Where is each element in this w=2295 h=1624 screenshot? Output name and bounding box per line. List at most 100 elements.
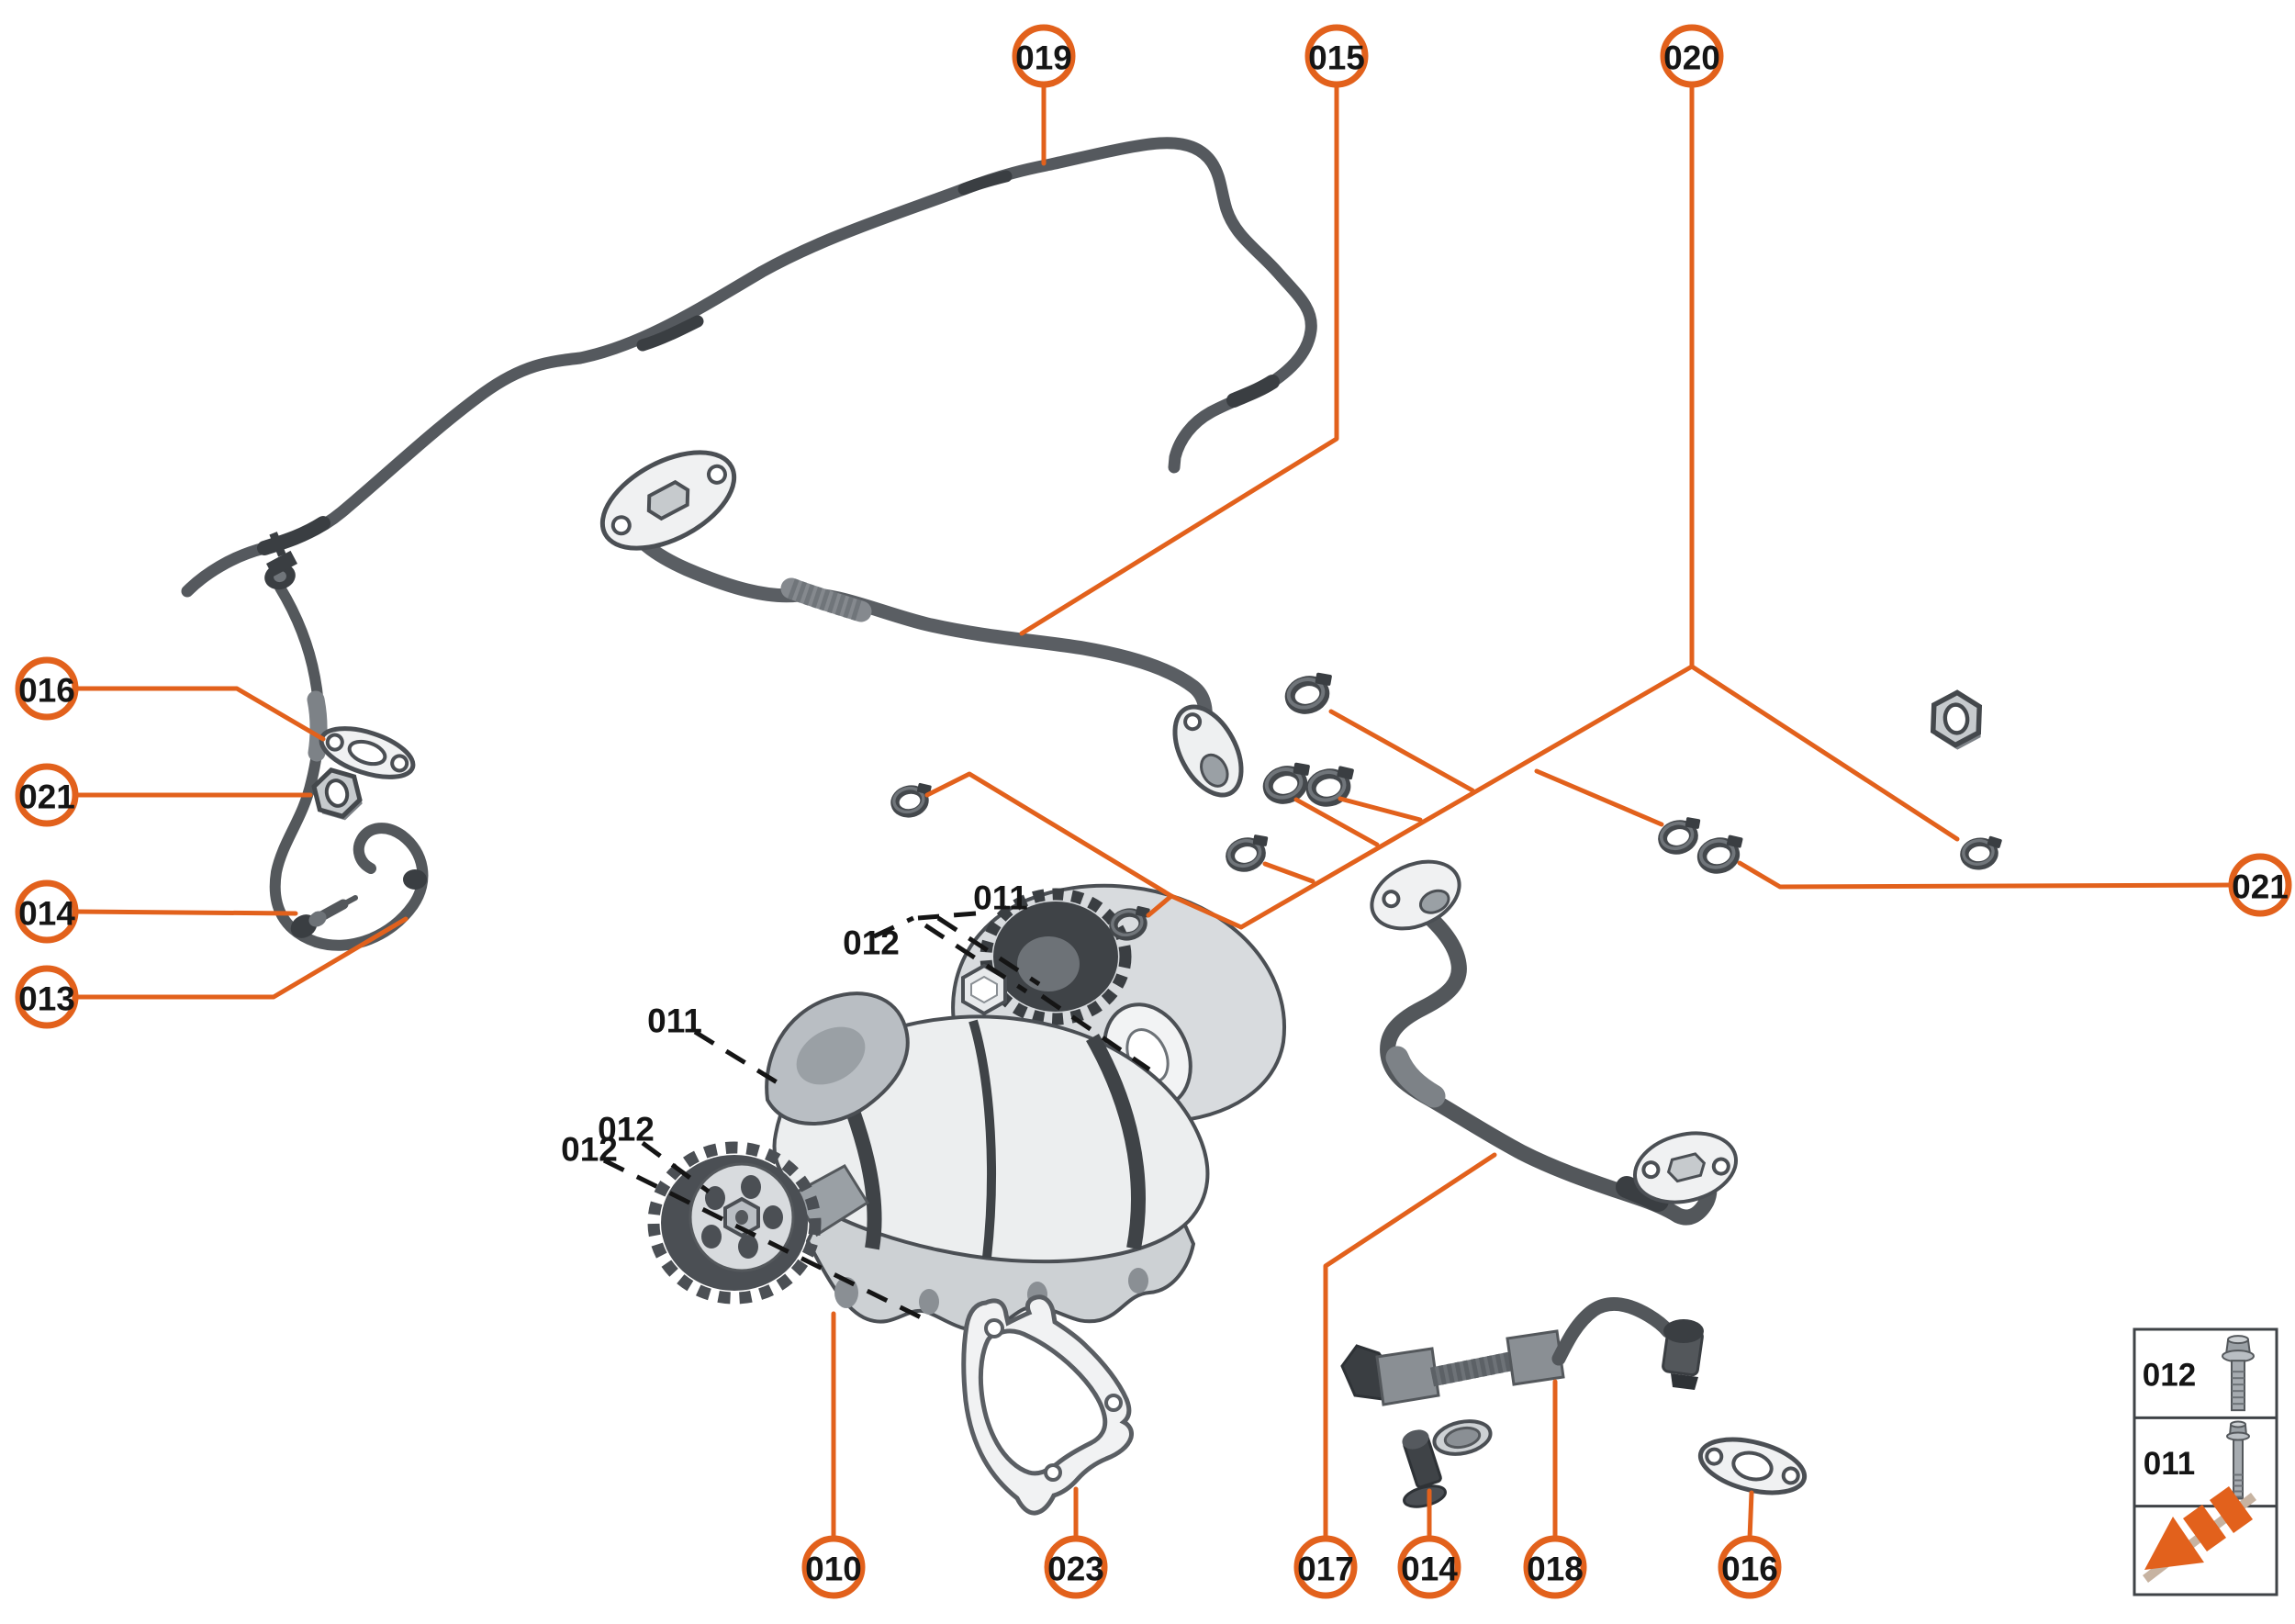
part-019-breather-hose[interactable]	[181, 137, 1317, 598]
hose-joint	[257, 516, 330, 555]
callout-016-bottom[interactable]: 016	[1718, 1490, 1782, 1599]
callout-020[interactable]: 020	[924, 24, 1960, 930]
hose-clamp[interactable]	[890, 780, 936, 818]
dashed-leader-line	[602, 1158, 926, 1322]
hose-clamp[interactable]	[1960, 834, 2006, 870]
callout-number: 017	[1297, 1551, 1354, 1588]
hose-clamp[interactable]	[1226, 831, 1274, 872]
part-010-pump-assembly[interactable]	[647, 883, 1286, 1332]
part-023-pump-gasket[interactable]	[961, 1294, 1134, 1516]
callout-circle[interactable]	[1718, 1535, 1782, 1599]
callout-circle[interactable]	[15, 965, 79, 1029]
callout-015[interactable]: 015	[1019, 24, 1369, 636]
hose-clamp[interactable]	[1305, 763, 1360, 807]
callout-circle[interactable]	[15, 763, 79, 827]
callout-circle[interactable]	[15, 879, 79, 944]
callout-013[interactable]: 013	[15, 916, 409, 1029]
leader-line	[1328, 709, 1475, 793]
part-014-bolt-left[interactable]	[286, 895, 358, 943]
hose-clamp[interactable]	[1284, 668, 1338, 714]
sleeve	[1375, 1347, 1440, 1406]
valve-fitting	[1402, 1429, 1447, 1508]
part-017-oil-supply-line[interactable]	[1361, 849, 1743, 1226]
cam-sprocket-teeth	[980, 888, 1132, 1025]
pipe-connector	[266, 550, 297, 577]
part-016-gasket-left[interactable]	[316, 719, 420, 787]
legend-row-012: 012	[2143, 1335, 2255, 1412]
foot-hole	[1128, 1268, 1148, 1294]
bolt-hole	[1044, 1463, 1062, 1482]
hose-body	[181, 137, 1317, 598]
callout-circle[interactable]	[2228, 853, 2292, 917]
callout-circle[interactable]	[1044, 1535, 1108, 1599]
hose-body	[1380, 902, 1718, 1226]
part-018-oil-hose[interactable]	[1340, 1297, 1704, 1406]
bolt-hole	[1104, 1394, 1123, 1412]
hose-joint	[636, 315, 704, 352]
sprocket-hole	[741, 1175, 761, 1199]
callout-019[interactable]: 019	[1012, 24, 1076, 166]
brand-arrow-icon	[2144, 1517, 2204, 1570]
hex-plug-inner	[970, 975, 998, 1004]
hose-clamp[interactable]	[1658, 813, 1707, 855]
callout-circle[interactable]	[1012, 24, 1076, 88]
hose-clamp[interactable]	[1696, 832, 1748, 874]
hose-curve	[1551, 1297, 1675, 1366]
line-flange-top	[1370, 859, 1461, 931]
hex-nut[interactable]	[311, 767, 364, 822]
pipe-end-fitting	[403, 869, 427, 890]
callout-021-left[interactable]: 021	[15, 763, 313, 827]
callout-circle[interactable]	[1304, 24, 1369, 88]
part-ref-label: 012	[561, 1131, 618, 1169]
bolt-tip	[341, 895, 358, 907]
pipe-flange-top	[599, 450, 737, 551]
leader-line	[1146, 893, 1174, 918]
leader-line	[1323, 1152, 1497, 1541]
callout-circle[interactable]	[1397, 1535, 1461, 1599]
leader-line	[73, 916, 409, 1000]
callout-number: 010	[805, 1551, 862, 1588]
callout-number: 021	[18, 778, 75, 816]
leader-line	[924, 771, 1244, 930]
callout-010[interactable]: 010	[801, 1311, 866, 1599]
callout-023[interactable]: 023	[1044, 1486, 1108, 1599]
legend-layer: 012 011	[2133, 1327, 2278, 1596]
callout-number: 023	[1047, 1551, 1104, 1588]
part-014-fitting-bottom[interactable]	[1400, 1417, 1494, 1510]
part-016-gasket-bottom[interactable]	[1695, 1430, 1809, 1503]
callout-circle[interactable]	[15, 656, 79, 721]
callout-number: 016	[1721, 1551, 1778, 1588]
gasket-outline	[961, 1294, 1134, 1516]
callout-018[interactable]: 018	[1523, 1379, 1587, 1599]
callout-016-left[interactable]: 016	[15, 656, 326, 742]
sprocket-hole	[763, 1205, 783, 1229]
dashed-leader-line	[872, 915, 915, 939]
dashed-leader-line	[924, 923, 1028, 994]
callout-number: 018	[1527, 1551, 1584, 1588]
callout-017[interactable]: 017	[1293, 1152, 1497, 1599]
callout-circle[interactable]	[801, 1535, 866, 1599]
sprocket-hole	[705, 1186, 725, 1210]
callout-014-left[interactable]: 014	[15, 879, 298, 944]
callout-014-bottom[interactable]: 014	[1397, 1488, 1461, 1599]
legend-label: 011	[2144, 1446, 2195, 1482]
leader-line	[1293, 797, 1380, 847]
leader-line	[1737, 860, 2234, 890]
bolt-hole	[1781, 1466, 1800, 1485]
callout-circle[interactable]	[1293, 1535, 1358, 1599]
callout-circle[interactable]	[1523, 1535, 1587, 1599]
bolt-hole	[984, 1318, 1004, 1338]
callout-number: 014	[1401, 1551, 1458, 1588]
sprocket-center	[735, 1210, 748, 1225]
part-015-oil-pipe[interactable]	[587, 432, 1254, 806]
hex-nut[interactable]	[1926, 689, 1988, 754]
callout-021-right[interactable]: 021	[1737, 853, 2292, 917]
leader-line	[1338, 796, 1423, 823]
banjo-fitting	[1662, 1319, 1704, 1390]
hose-clamp[interactable]	[1262, 758, 1316, 804]
leader-line	[1262, 861, 1315, 884]
callout-circle[interactable]	[1660, 24, 1724, 88]
part-ref-label: 012	[843, 924, 900, 962]
